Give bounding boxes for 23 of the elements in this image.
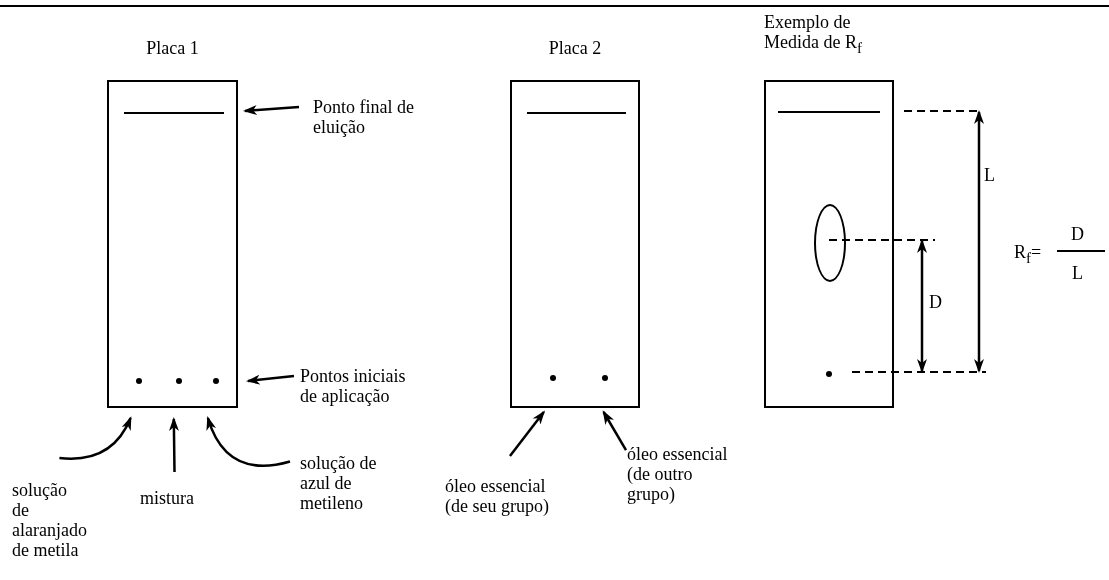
annotation-text: óleo essencial (de outro grupo) — [627, 444, 739, 505]
arrow — [246, 374, 295, 385]
formula-text: D — [1071, 224, 1084, 245]
formula-text: L — [984, 165, 995, 186]
annotation-text: óleo essencial (de seu grupo) — [445, 476, 557, 517]
formula-text: D — [929, 292, 942, 313]
formula-text: R$_{f}$= — [1014, 242, 1042, 267]
annotation-text: Ponto final de eluição — [313, 97, 421, 138]
formula-text: L — [1072, 263, 1083, 284]
annotation-text: solução de azul de metileno — [300, 453, 398, 514]
arrow — [243, 105, 300, 116]
plate-title: Placa 2 — [547, 38, 603, 59]
annotation-text: solução de alaranjado de metila — [12, 480, 86, 561]
arrow — [508, 410, 545, 457]
arrow — [602, 410, 628, 451]
arrow — [59, 416, 132, 460]
annotation-text: Pontos iniciais de aplicação — [300, 366, 422, 407]
plate-title: Placa 1 — [145, 38, 200, 59]
plate-title: Exemplo de Medida de R$_{f}$ — [764, 12, 863, 57]
arrow — [168, 417, 179, 472]
spot-ellipse — [814, 204, 846, 282]
arrow — [206, 416, 291, 467]
annotation-text: mistura — [140, 488, 215, 509]
